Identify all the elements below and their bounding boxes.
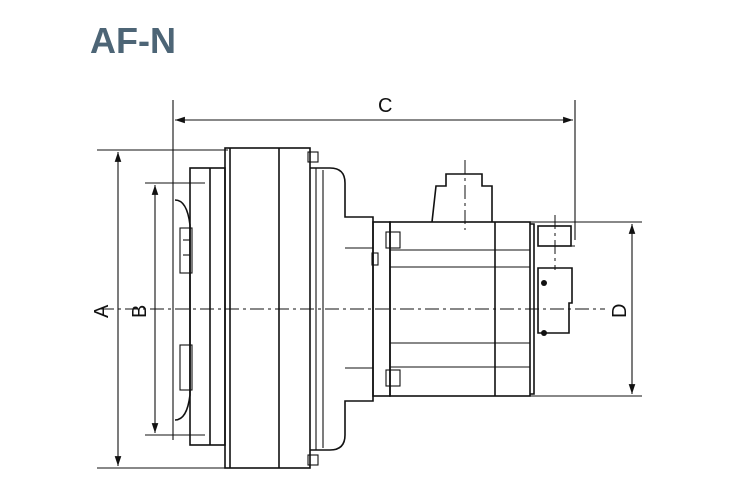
model-title: AF-N (90, 20, 176, 61)
dimension-label-a: A (91, 304, 113, 318)
dimension-c: C (172, 95, 576, 440)
chuck-front-plate (189, 167, 226, 446)
dimension-label-c: C (378, 95, 392, 117)
motor-body (389, 221, 531, 397)
dimension-label-b: B (129, 305, 151, 318)
cable-connector (431, 160, 493, 230)
dimension-b: B (129, 182, 205, 436)
encoder-cap (530, 215, 575, 395)
dimension-label-d: D (609, 304, 631, 318)
chuck-body (224, 147, 319, 469)
dimension-d: D (530, 221, 642, 397)
dimension-a: A (91, 149, 228, 469)
